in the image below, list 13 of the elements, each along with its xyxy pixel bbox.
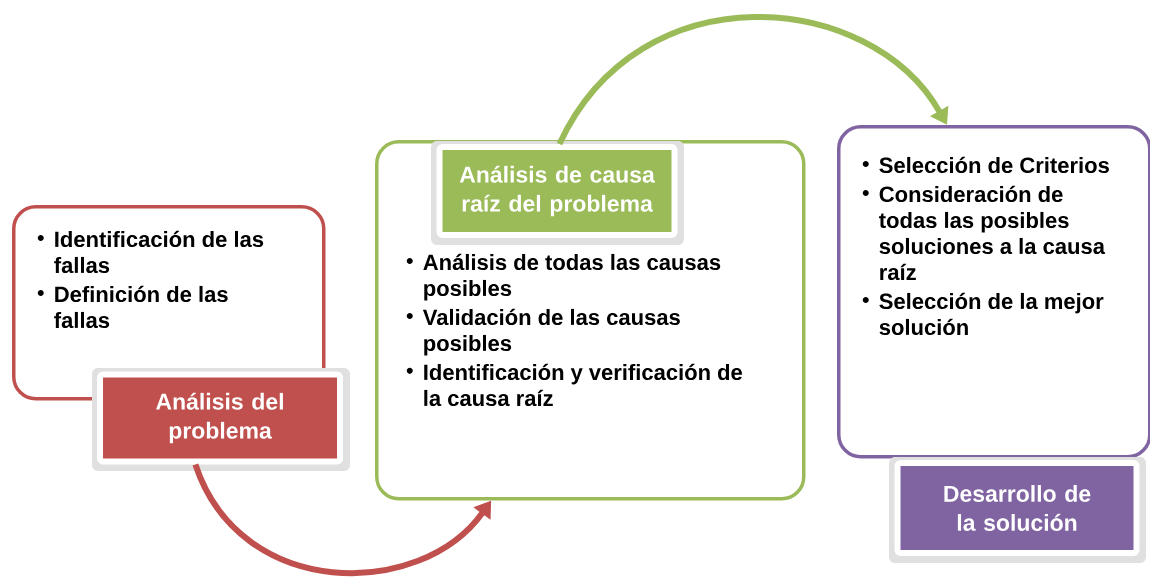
bullet-item: Selección de Criterios xyxy=(862,156,1109,174)
bullet-item: Análisis de todas las causas posibles xyxy=(406,253,721,301)
bullet-item: Definición de las fallas xyxy=(37,285,228,329)
curved-arrow xyxy=(556,14,949,146)
bullet-item: Identificación de las fallas xyxy=(37,230,264,274)
title-box: Desarrollo de la solución xyxy=(889,457,1146,563)
title-box: Análisis del problema xyxy=(92,368,350,471)
bullet-item: Validación de las causas posibles xyxy=(406,308,680,356)
bullet-item: Selección de la mejor solución xyxy=(862,292,1104,336)
curved-arrow xyxy=(192,463,492,576)
bullet-item: Consideración de todas las posibles soluciones a la causa raíz xyxy=(862,185,1106,281)
rounded-box xyxy=(837,125,1150,459)
bullet-item: Identificación y verificación de la causa raíz xyxy=(406,363,742,407)
